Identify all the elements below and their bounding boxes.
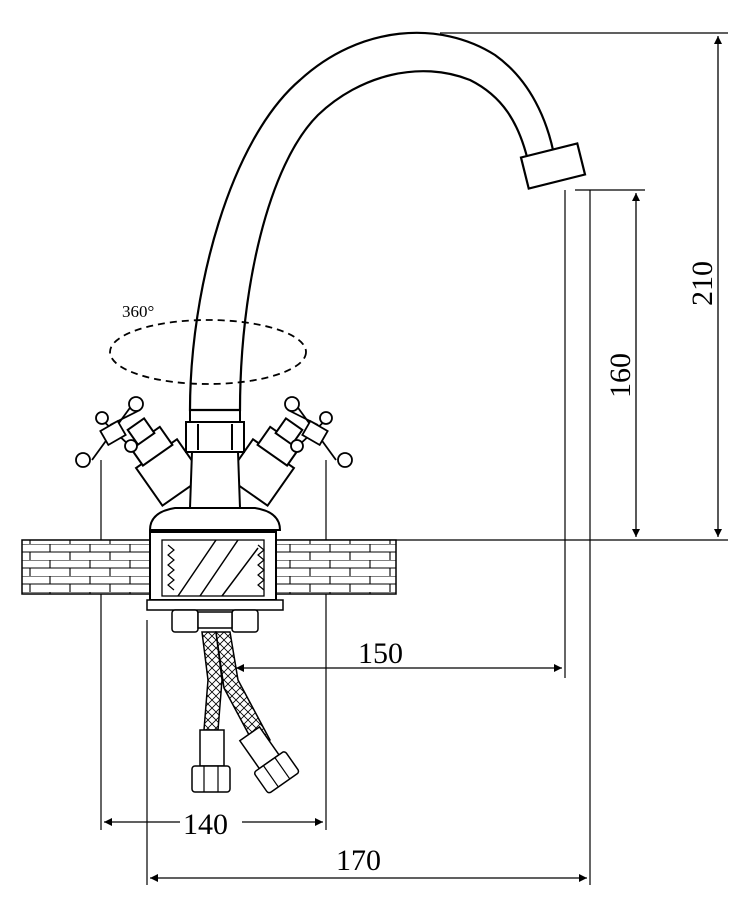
faucet-body [126, 409, 304, 531]
dim-label-handle-spacing: 140 [183, 808, 228, 841]
spout [188, 31, 587, 412]
dim-label-total-height: 210 [686, 261, 719, 306]
dim-label-spout-height: 160 [604, 353, 637, 398]
spout-tube [188, 31, 557, 412]
mounting-insert-inner [161, 539, 265, 597]
dim-label-spout-reach: 150 [358, 637, 403, 670]
rotation-indicator: 360° [109, 302, 307, 385]
dim-label-total-width: 170 [336, 844, 381, 877]
counter-left-bricks [21, 539, 151, 595]
left-valve [126, 416, 205, 508]
right-valve [225, 416, 304, 508]
spout-collar [189, 409, 241, 423]
swivel-nut [185, 421, 245, 453]
rotation-label: 360° [122, 302, 154, 321]
under-counter-fittings [171, 609, 300, 794]
insert-hatching [177, 539, 259, 597]
rotation-ellipse [109, 319, 307, 385]
body-base-dome [148, 507, 282, 531]
left-base-nut [171, 609, 199, 633]
aerator [519, 142, 587, 190]
center-stud [197, 611, 233, 629]
right-base-nut [231, 609, 259, 633]
counter-section [21, 531, 397, 611]
dimension-labels: 150 140 170 160 210 [180, 261, 719, 877]
left-thread [167, 544, 175, 591]
counter-right-bricks [275, 539, 397, 595]
left-cross-handle [75, 396, 144, 468]
central-column [188, 451, 242, 509]
right-cross-handle [284, 396, 353, 468]
right-hose [215, 631, 272, 750]
right-hose-end [238, 725, 300, 794]
right-thread [257, 544, 265, 591]
left-hose-ferrule [199, 729, 225, 767]
left-hose-nut [191, 765, 231, 793]
mounting-washer [146, 599, 284, 611]
